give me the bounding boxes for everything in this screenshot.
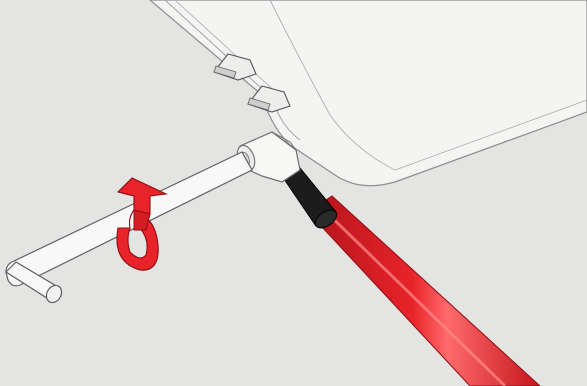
illustration-stage bbox=[0, 0, 587, 386]
assembly-illustration bbox=[0, 0, 587, 386]
